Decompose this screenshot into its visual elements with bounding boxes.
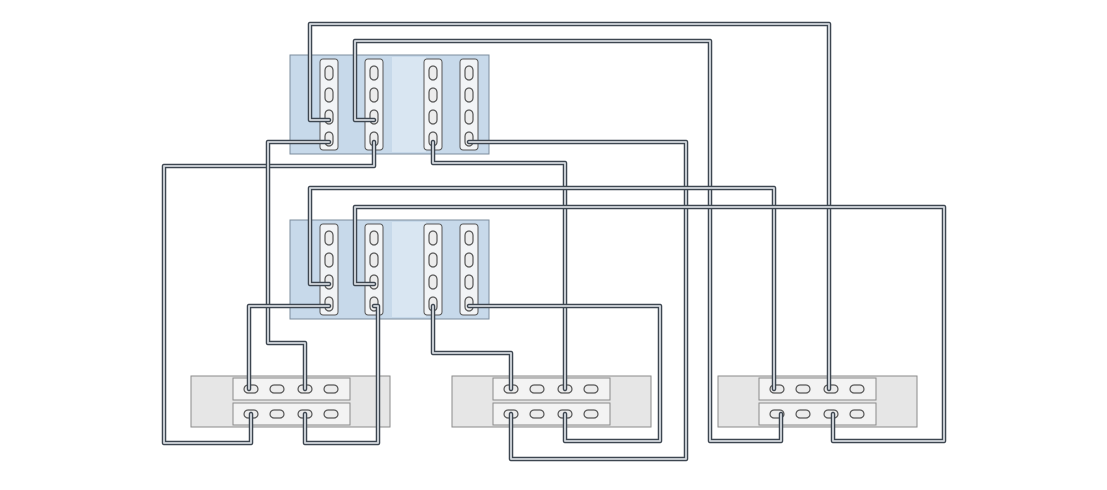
io-module-b	[758, 402, 877, 426]
controller-port	[428, 65, 438, 81]
cable-core	[468, 305, 661, 442]
shelf-port	[269, 409, 285, 419]
controller-port	[369, 252, 379, 268]
io-module-b	[232, 402, 351, 426]
controller-port-column	[459, 223, 479, 316]
controller-port	[369, 87, 379, 103]
cable-5	[430, 139, 568, 392]
io-module-a	[492, 377, 611, 401]
cable-3	[161, 139, 377, 446]
controller-port	[464, 87, 474, 103]
shelf-port	[529, 384, 545, 394]
cable-2	[352, 38, 784, 444]
controller-port	[324, 230, 334, 246]
shelf-port	[323, 384, 339, 394]
shelf-port	[795, 409, 811, 419]
cable-core	[309, 23, 830, 390]
cable-core	[163, 141, 375, 444]
controller-port	[464, 65, 474, 81]
controller-port	[464, 109, 474, 125]
controller-port	[464, 274, 474, 290]
cable-7	[307, 185, 777, 392]
cable-core	[468, 141, 687, 460]
controller-port-column	[364, 223, 384, 316]
controller-port	[369, 230, 379, 246]
shelf-port	[795, 384, 811, 394]
shelf-port	[529, 409, 545, 419]
cable-11	[430, 303, 514, 392]
controller-2	[289, 219, 490, 320]
shelf-port	[849, 384, 865, 394]
shelf-port	[269, 384, 285, 394]
controller-center-panel	[392, 222, 426, 317]
disk-shelf-2	[451, 375, 652, 428]
controller-port	[464, 230, 474, 246]
controller-port	[324, 87, 334, 103]
controller-port	[369, 65, 379, 81]
shelf-port	[323, 409, 339, 419]
shelf-port	[583, 409, 599, 419]
controller-center-panel	[392, 57, 426, 152]
disk-shelf-1	[190, 375, 391, 428]
cable-core	[267, 141, 330, 390]
cable-1	[307, 21, 832, 392]
cable-10	[302, 303, 381, 446]
io-module-a	[758, 377, 877, 401]
cable-core	[304, 305, 379, 444]
controller-port	[428, 274, 438, 290]
controller-port	[324, 65, 334, 81]
cable-core	[309, 187, 775, 390]
chassis-layer	[190, 54, 918, 428]
io-module-b	[492, 402, 611, 426]
cable-core	[432, 141, 566, 390]
shelf-port	[849, 409, 865, 419]
controller-port-column	[319, 58, 339, 151]
cable-core	[248, 305, 330, 390]
io-module-a	[232, 377, 351, 401]
controller-port	[324, 252, 334, 268]
controller-1	[289, 54, 490, 155]
cable-core	[354, 40, 782, 442]
controller-port-column	[459, 58, 479, 151]
controller-port	[428, 109, 438, 125]
disk-shelf-3	[717, 375, 918, 428]
controller-port	[428, 87, 438, 103]
controller-port-column	[319, 223, 339, 316]
controller-port	[428, 252, 438, 268]
cable-core	[354, 206, 945, 442]
shelf-port	[583, 384, 599, 394]
cable-9	[246, 303, 332, 392]
cable-core	[432, 305, 512, 390]
cable-6	[466, 139, 689, 462]
cables-layer	[161, 21, 947, 462]
cable-4	[265, 139, 332, 392]
controller-port	[464, 252, 474, 268]
cable-12	[466, 303, 663, 444]
controller-port	[428, 230, 438, 246]
cable-8	[352, 204, 947, 444]
